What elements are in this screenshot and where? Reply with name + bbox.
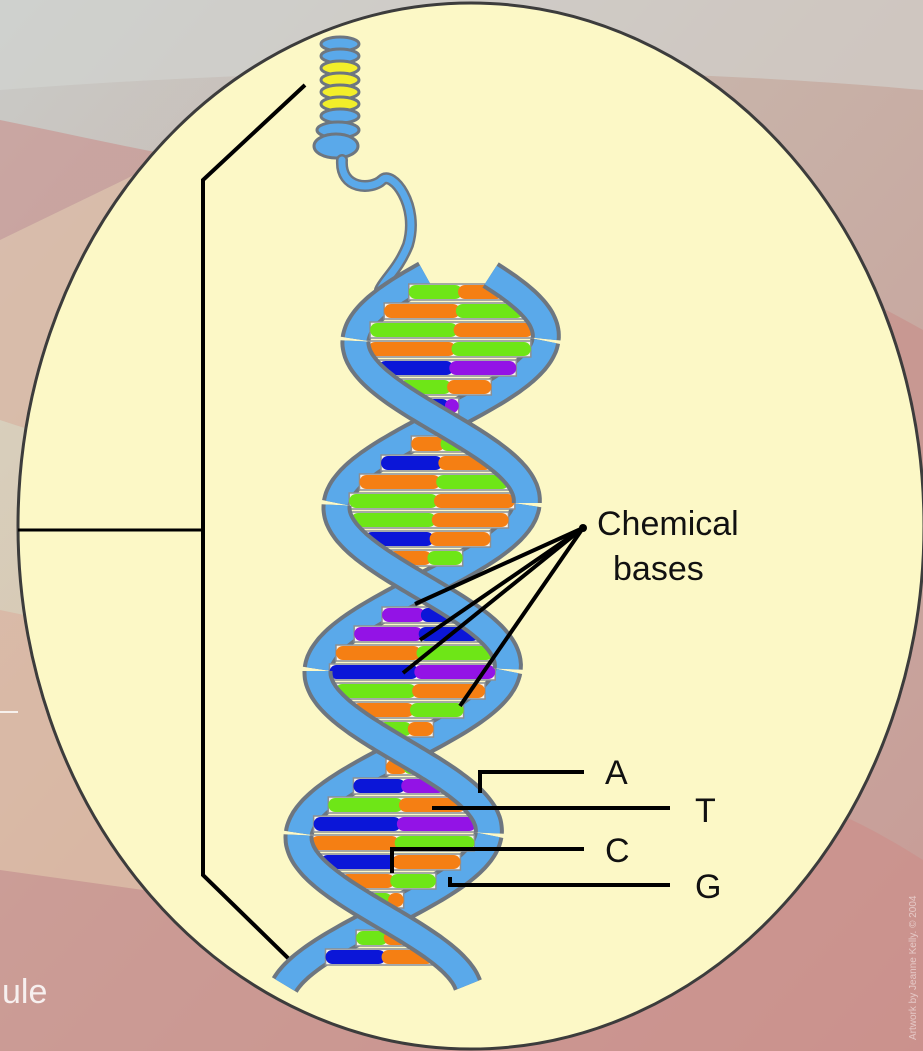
base-left (381, 456, 442, 470)
chemical-bases-label-line2: bases (613, 550, 704, 588)
base-left (370, 323, 458, 337)
base-left (311, 836, 399, 850)
base-left (411, 437, 444, 451)
base-label-a: A (605, 754, 628, 792)
base-right (390, 874, 436, 888)
base-right (427, 551, 462, 565)
base-right (432, 513, 509, 527)
base-left (409, 285, 462, 299)
base-left (326, 950, 386, 964)
base-right (449, 361, 516, 375)
base-right (408, 722, 434, 736)
base-right (397, 817, 476, 831)
base-left (351, 513, 436, 527)
base-label-t: T (695, 792, 716, 830)
base-left (353, 779, 405, 793)
base-right (410, 703, 464, 717)
chemical-bases-label-line1: Chemical (597, 505, 739, 543)
base-left (349, 494, 438, 508)
base-label-c: C (605, 832, 630, 870)
base-left (336, 646, 421, 660)
base-left (368, 342, 455, 356)
base-label-g: G (695, 868, 721, 906)
base-right (392, 855, 460, 869)
base-left (359, 475, 440, 489)
base-right (434, 494, 515, 508)
base-left (382, 608, 425, 622)
base-left (335, 684, 416, 698)
base-left (328, 798, 403, 812)
base-left (384, 304, 460, 318)
base-right (451, 342, 530, 356)
base-right (454, 323, 534, 337)
base-left (354, 627, 423, 641)
base-right (447, 380, 491, 394)
base-left (314, 817, 401, 831)
base-right (430, 532, 491, 546)
